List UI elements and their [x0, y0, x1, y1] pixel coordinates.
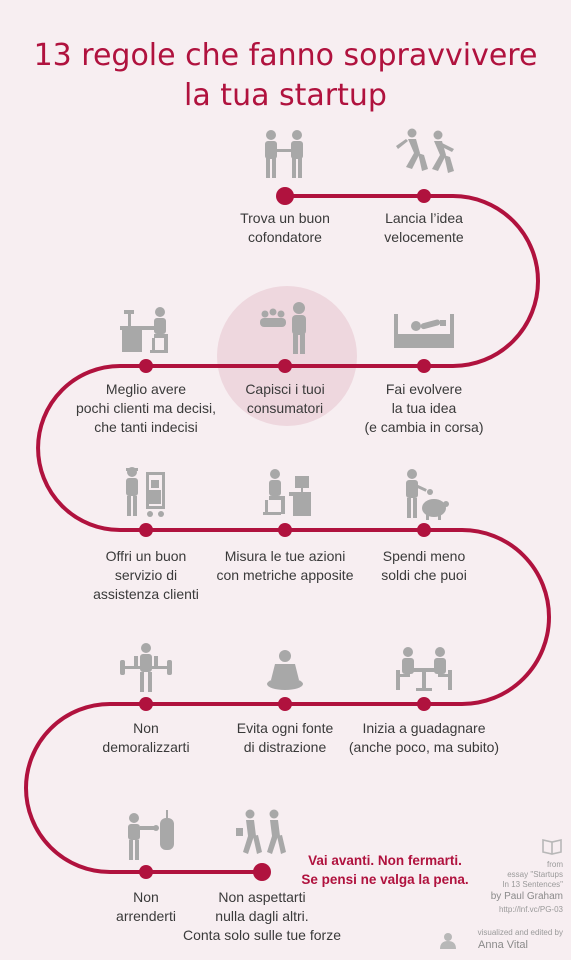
page-title-line-1: 13 regole che fanno sopravvivere	[33, 38, 538, 73]
milestone-dot	[139, 359, 153, 373]
milestone-dot	[139, 697, 153, 711]
runners-icon	[396, 128, 454, 173]
milestone-dot	[417, 359, 431, 373]
credit-link[interactable]: http://lnf.vc/PG-03	[498, 905, 563, 914]
credit-by: by Paul Graham	[490, 891, 563, 902]
rule-label: Inizia a guadagnare(anche poco, ma subit…	[348, 720, 500, 755]
milestone-dot-end	[253, 863, 271, 881]
lab-bench-icon	[394, 314, 454, 348]
milestone-dot-start	[276, 187, 294, 205]
page-title-line-2: la tua startup	[184, 78, 387, 113]
book-icon	[542, 839, 562, 855]
credit-visualized: visualized and edited by	[477, 928, 563, 937]
meditating-person-icon	[267, 650, 303, 690]
walking-travelers-icon	[236, 809, 286, 854]
milestone-dot	[139, 865, 153, 879]
road-path	[24, 194, 551, 874]
two-people-icon	[265, 130, 303, 178]
milestone-dot	[417, 189, 431, 203]
credit-from: from	[547, 860, 563, 869]
credit-essay: essay "Startups	[507, 870, 563, 879]
credit-author: Anna Vital	[478, 939, 528, 951]
piggy-bank-icon	[406, 469, 449, 520]
boxer-icon	[128, 810, 174, 860]
bellhop-cart-icon	[126, 467, 165, 517]
milestone-dot	[139, 523, 153, 537]
closing-message: Vai avanti. Non fermarti.Se pensi ne val…	[301, 853, 469, 887]
milestone-dot	[278, 359, 292, 373]
milestone-dot	[278, 523, 292, 537]
milestone-dot	[278, 697, 292, 711]
highlight-circle	[217, 286, 357, 426]
person-at-computer-icon	[263, 469, 311, 516]
author-icon	[440, 933, 456, 949]
weightlifter-icon	[120, 643, 172, 692]
milestone-dot	[417, 697, 431, 711]
meeting-table-icon	[396, 647, 452, 691]
milestone-dot	[417, 523, 431, 537]
credit-essay-2: In 13 Sentences"	[502, 880, 563, 889]
person-at-desk-icon	[120, 307, 168, 353]
person-with-crowd-icon	[260, 302, 306, 354]
